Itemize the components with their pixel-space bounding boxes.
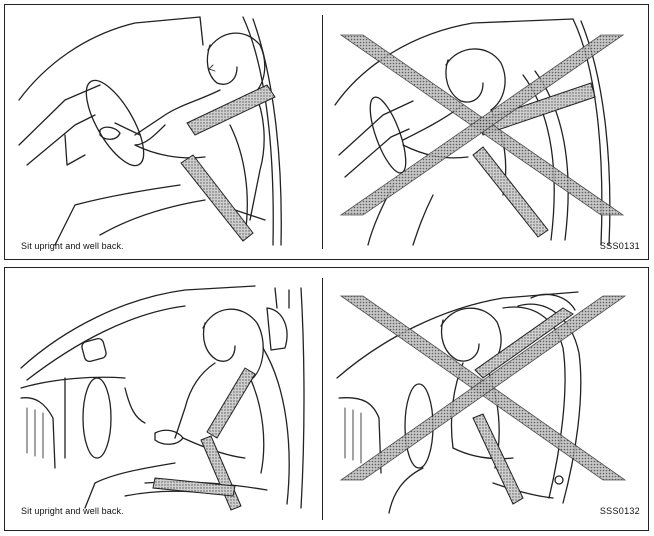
driver-leaning-crossed-out-illustration — [323, 268, 648, 530]
driver-upright-illustration — [5, 268, 321, 530]
figure-panel-top: Sit upright and well back. SSS0131 — [4, 4, 649, 260]
figure-caption: Sit upright and well back. — [21, 241, 124, 251]
driver-leaning-crossed-out-illustration — [323, 5, 648, 259]
figure-code: SSS0131 — [599, 241, 640, 251]
figure-code: SSS0132 — [599, 506, 640, 516]
x-mark-icon — [339, 295, 627, 481]
panel-divider — [322, 15, 323, 249]
figure-caption: Sit upright and well back. — [21, 506, 124, 516]
x-mark-icon — [339, 34, 625, 216]
figure-panel-bottom: Sit upright and well back. SSS0132 — [4, 267, 649, 531]
driver-upright-illustration — [5, 5, 321, 259]
panel-divider — [322, 278, 323, 520]
